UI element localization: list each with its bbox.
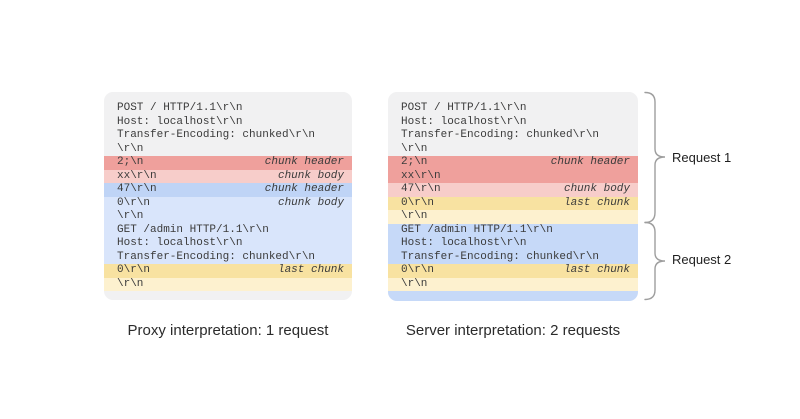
- code-row: Transfer-Encoding: chunked\r\n: [388, 250, 638, 264]
- code-row: \r\n: [388, 277, 638, 291]
- code-text: \r\n: [401, 210, 428, 222]
- code-row: POST / HTTP/1.1\r\n: [104, 102, 352, 116]
- code-row: xx\r\n chunk body: [104, 169, 352, 183]
- server-caption: Server interpretation: 2 requests: [405, 322, 621, 339]
- code-row: 0\r\n last chunk: [388, 196, 638, 210]
- row-annotation: last chunk: [563, 264, 630, 276]
- code-text: POST / HTTP/1.1\r\n: [117, 102, 243, 114]
- code-row: Host: localhost\r\n: [388, 237, 638, 251]
- request-1-brace: [644, 91, 666, 224]
- row-annotation: chunk header: [264, 183, 344, 195]
- code-row: Transfer-Encoding: chunked\r\n: [104, 250, 352, 264]
- row-annotation: chunk header: [264, 156, 344, 168]
- code-text: Host: localhost\r\n: [117, 237, 243, 249]
- request-2-label: Request 2: [672, 252, 732, 267]
- code-text: 2;\n: [401, 156, 428, 168]
- code-row: POST / HTTP/1.1\r\n: [388, 102, 638, 116]
- code-row: GET /admin HTTP/1.1\r\n: [388, 223, 638, 237]
- code-row: 2;\n chunk header: [388, 156, 638, 170]
- code-row: 0\r\n last chunk: [104, 264, 352, 278]
- proxy-caption: Proxy interpretation: 1 request: [127, 322, 329, 339]
- code-row: 0\r\n last chunk: [388, 264, 638, 278]
- code-text: GET /admin HTTP/1.1\r\n: [401, 223, 553, 236]
- row-annotation: chunk header: [550, 156, 630, 168]
- code-text: \r\n: [117, 142, 144, 155]
- code-row: \r\n: [104, 210, 352, 224]
- row-annotation: last chunk: [277, 264, 344, 276]
- row-annotation: chunk body: [277, 196, 344, 209]
- row-annotation: chunk body: [277, 169, 344, 182]
- code-text: 2;\n: [117, 156, 144, 168]
- code-text: 0\r\n: [401, 196, 435, 209]
- code-row: 2;\n chunk header: [104, 156, 352, 170]
- code-text: 0\r\n: [401, 264, 435, 276]
- code-row: 0\r\n chunk body: [104, 196, 352, 210]
- code-text: \r\n: [117, 277, 144, 290]
- code-text: POST / HTTP/1.1\r\n: [401, 102, 527, 114]
- code-row: [388, 291, 638, 301]
- code-row: \r\n: [104, 277, 352, 291]
- code-text: 0\r\n: [117, 196, 151, 209]
- row-annotation: last chunk: [563, 196, 630, 209]
- code-row: Transfer-Encoding: chunked\r\n: [104, 129, 352, 143]
- code-text: Transfer-Encoding: chunked\r\n: [117, 250, 316, 263]
- code-text: \r\n: [401, 277, 428, 290]
- request-1-label: Request 1: [672, 150, 732, 165]
- code-row: xx\r\n: [388, 169, 638, 183]
- code-row: 47\r\n chunk body: [388, 183, 638, 197]
- code-text: GET /admin HTTP/1.1\r\n: [117, 223, 269, 236]
- code-text: xx\r\n: [401, 169, 441, 182]
- code-text: Transfer-Encoding: chunked\r\n: [401, 129, 600, 141]
- code-row: GET /admin HTTP/1.1\r\n: [104, 223, 352, 237]
- code-text: Transfer-Encoding: chunked\r\n: [117, 129, 316, 141]
- code-row: Host: localhost\r\n: [388, 116, 638, 130]
- code-text: Host: localhost\r\n: [401, 237, 527, 249]
- code-row: Host: localhost\r\n: [104, 116, 352, 130]
- row-annotation: chunk body: [563, 183, 630, 195]
- code-text: 47\r\n: [117, 183, 157, 195]
- code-row: \r\n: [388, 210, 638, 224]
- code-text: \r\n: [117, 210, 144, 222]
- code-text: Host: localhost\r\n: [117, 115, 243, 128]
- code-text: xx\r\n: [117, 169, 157, 182]
- code-row: Host: localhost\r\n: [104, 237, 352, 251]
- code-row: \r\n: [104, 143, 352, 157]
- code-text: \r\n: [401, 142, 428, 155]
- code-text: Transfer-Encoding: chunked\r\n: [401, 250, 600, 263]
- code-row: 47\r\n chunk header: [104, 183, 352, 197]
- code-text: 0\r\n: [117, 264, 151, 276]
- code-text: 47\r\n: [401, 183, 441, 195]
- code-row: \r\n: [388, 143, 638, 157]
- code-text: Host: localhost\r\n: [401, 115, 527, 128]
- request-2-brace: [644, 221, 666, 301]
- code-row: Transfer-Encoding: chunked\r\n: [388, 129, 638, 143]
